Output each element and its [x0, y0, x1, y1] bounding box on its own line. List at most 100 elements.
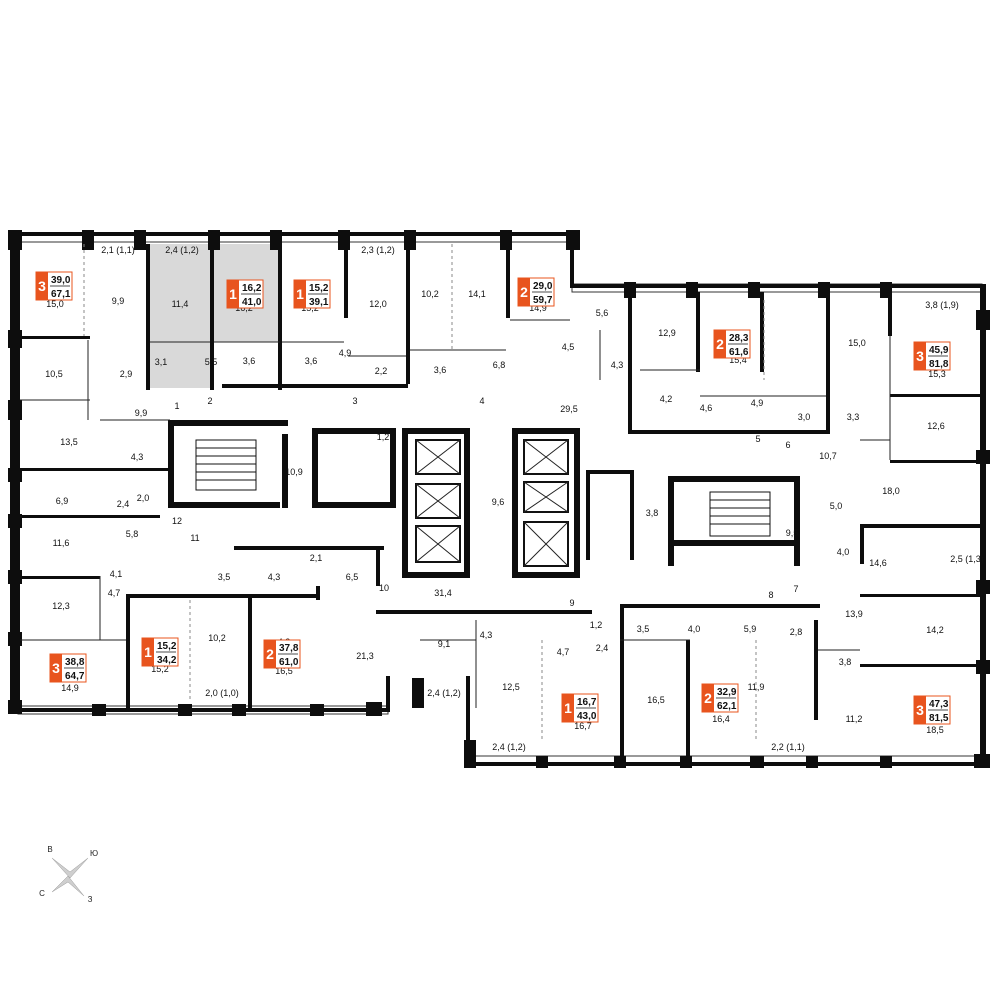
- apartment-rooms: 3: [916, 702, 924, 718]
- room-area-label: 3,8: [839, 657, 852, 667]
- apartment-total-area: 81,5: [929, 713, 949, 724]
- room-area-label: 10,2: [421, 289, 439, 299]
- room-area-label: 31,4: [434, 588, 452, 598]
- room-area-label: 5,5: [205, 357, 218, 367]
- room-area-label: 14,9: [529, 303, 547, 313]
- apartment-rooms: 3: [38, 278, 46, 294]
- entrance-number: 4: [479, 396, 484, 406]
- room-area-label: 10,7: [819, 451, 837, 461]
- room-area-label: 2,8: [790, 627, 803, 637]
- compass-south: З: [88, 895, 93, 904]
- highlighted-apartment-fill: [148, 244, 212, 388]
- room-area-label: 4,3: [480, 630, 493, 640]
- room-area-label: 18,0: [882, 486, 900, 496]
- room-area-label: 11,4: [172, 299, 189, 309]
- room-area-label: 3,8: [646, 508, 659, 518]
- lifts: [415, 439, 569, 567]
- room-area-label: 3,3: [847, 412, 860, 422]
- room-area-label: 15,3: [928, 369, 946, 379]
- apartment-total-area: 59,7: [533, 295, 553, 306]
- apartment-living-area: 15,2: [309, 283, 329, 294]
- interior-walls: [20, 244, 984, 764]
- room-area-label: 16,5: [647, 695, 665, 705]
- apartment-rooms: 2: [520, 284, 528, 300]
- room-area-label: 3,1: [155, 357, 168, 367]
- room-area-label: 9,5: [786, 528, 799, 538]
- stairs: [195, 439, 771, 537]
- room-area-label: 13,9: [845, 609, 863, 619]
- room-area-label: 4,9: [339, 348, 352, 358]
- room-area-label: 11,9: [748, 682, 765, 692]
- room-area-label: 10,2: [208, 633, 226, 643]
- room-area-label: 4,2: [660, 394, 673, 404]
- entrance-number: 6: [785, 440, 790, 450]
- apartment-badge[interactable]: 3 47,3 81,5: [913, 695, 951, 725]
- room-area-label: 15,0: [46, 299, 64, 309]
- apartment-rooms: 2: [704, 690, 712, 706]
- room-area-label: 3,8 (1,9): [925, 300, 959, 310]
- room-area-label: 15,4: [729, 355, 747, 365]
- room-area-label: 6,5: [346, 572, 359, 582]
- room-area-label: 4,7: [108, 588, 121, 598]
- room-area-label: 1,2: [377, 432, 390, 442]
- entrance-number: 7: [793, 584, 798, 594]
- room-area-label: 2,4 (1,2): [427, 688, 461, 698]
- compass-east: Ю: [90, 849, 98, 858]
- entrance-number: 9: [569, 598, 574, 608]
- apartment-living-area: 45,9: [929, 345, 949, 356]
- apartment-total-area: 41,0: [242, 297, 262, 308]
- room-area-label: 4,3: [268, 572, 281, 582]
- apartment-living-area: 16,7: [577, 697, 597, 708]
- room-area-label: 12,3: [52, 601, 70, 611]
- room-area-label: 12,9: [658, 328, 676, 338]
- room-area-label: 2,2 (1,1): [771, 742, 805, 752]
- room-area-label: 2,2: [375, 366, 388, 376]
- room-area-label: 18,5: [926, 725, 944, 735]
- compass-west: С: [39, 889, 45, 898]
- room-area-label: 2,4: [117, 499, 130, 509]
- room-area-label: 4,7: [557, 647, 570, 657]
- apartment-living-area: 16,2: [242, 283, 262, 294]
- room-area-labels: 2,1 (1,1)2,4 (1,2)2,3 (1,2)9,915,011,416…: [45, 245, 984, 752]
- room-area-label: 3,0: [798, 412, 811, 422]
- room-area-label: 5,8: [126, 529, 139, 539]
- room-area-label: 2,4 (1,2): [165, 245, 199, 255]
- room-area-label: 2,0: [137, 493, 150, 503]
- room-area-label: 6,8: [493, 360, 506, 370]
- apartment-living-area: 47,3: [929, 699, 949, 710]
- room-area-label: 3,5: [637, 624, 650, 634]
- entrance-number: 2: [207, 396, 212, 406]
- room-area-label: 2,1: [310, 553, 323, 563]
- room-area-label: 14,1: [468, 289, 486, 299]
- room-area-label: 6,9: [56, 496, 69, 506]
- room-area-label: 14,6: [869, 558, 887, 568]
- apartment-total-area: 64,7: [65, 671, 85, 682]
- room-area-label: 10,9: [285, 467, 303, 477]
- room-area-label: 4,6: [700, 403, 713, 413]
- room-area-label: 5,9: [744, 624, 757, 634]
- room-area-label: 9,9: [112, 296, 125, 306]
- room-area-label: 15,0: [848, 338, 866, 348]
- apartment-rooms: 2: [266, 646, 274, 662]
- room-area-label: 5,6: [596, 308, 609, 318]
- room-area-label: 16,4: [712, 714, 730, 724]
- room-area-label: 4,3: [611, 360, 624, 370]
- room-area-label: 14,9: [61, 683, 79, 693]
- apartment-rooms: 1: [564, 700, 572, 716]
- room-area-label: 11,2: [846, 714, 863, 724]
- entrance-number: 1: [174, 401, 179, 411]
- room-area-label: 9,6: [492, 497, 505, 507]
- room-area-label: 2,4 (1,2): [492, 742, 526, 752]
